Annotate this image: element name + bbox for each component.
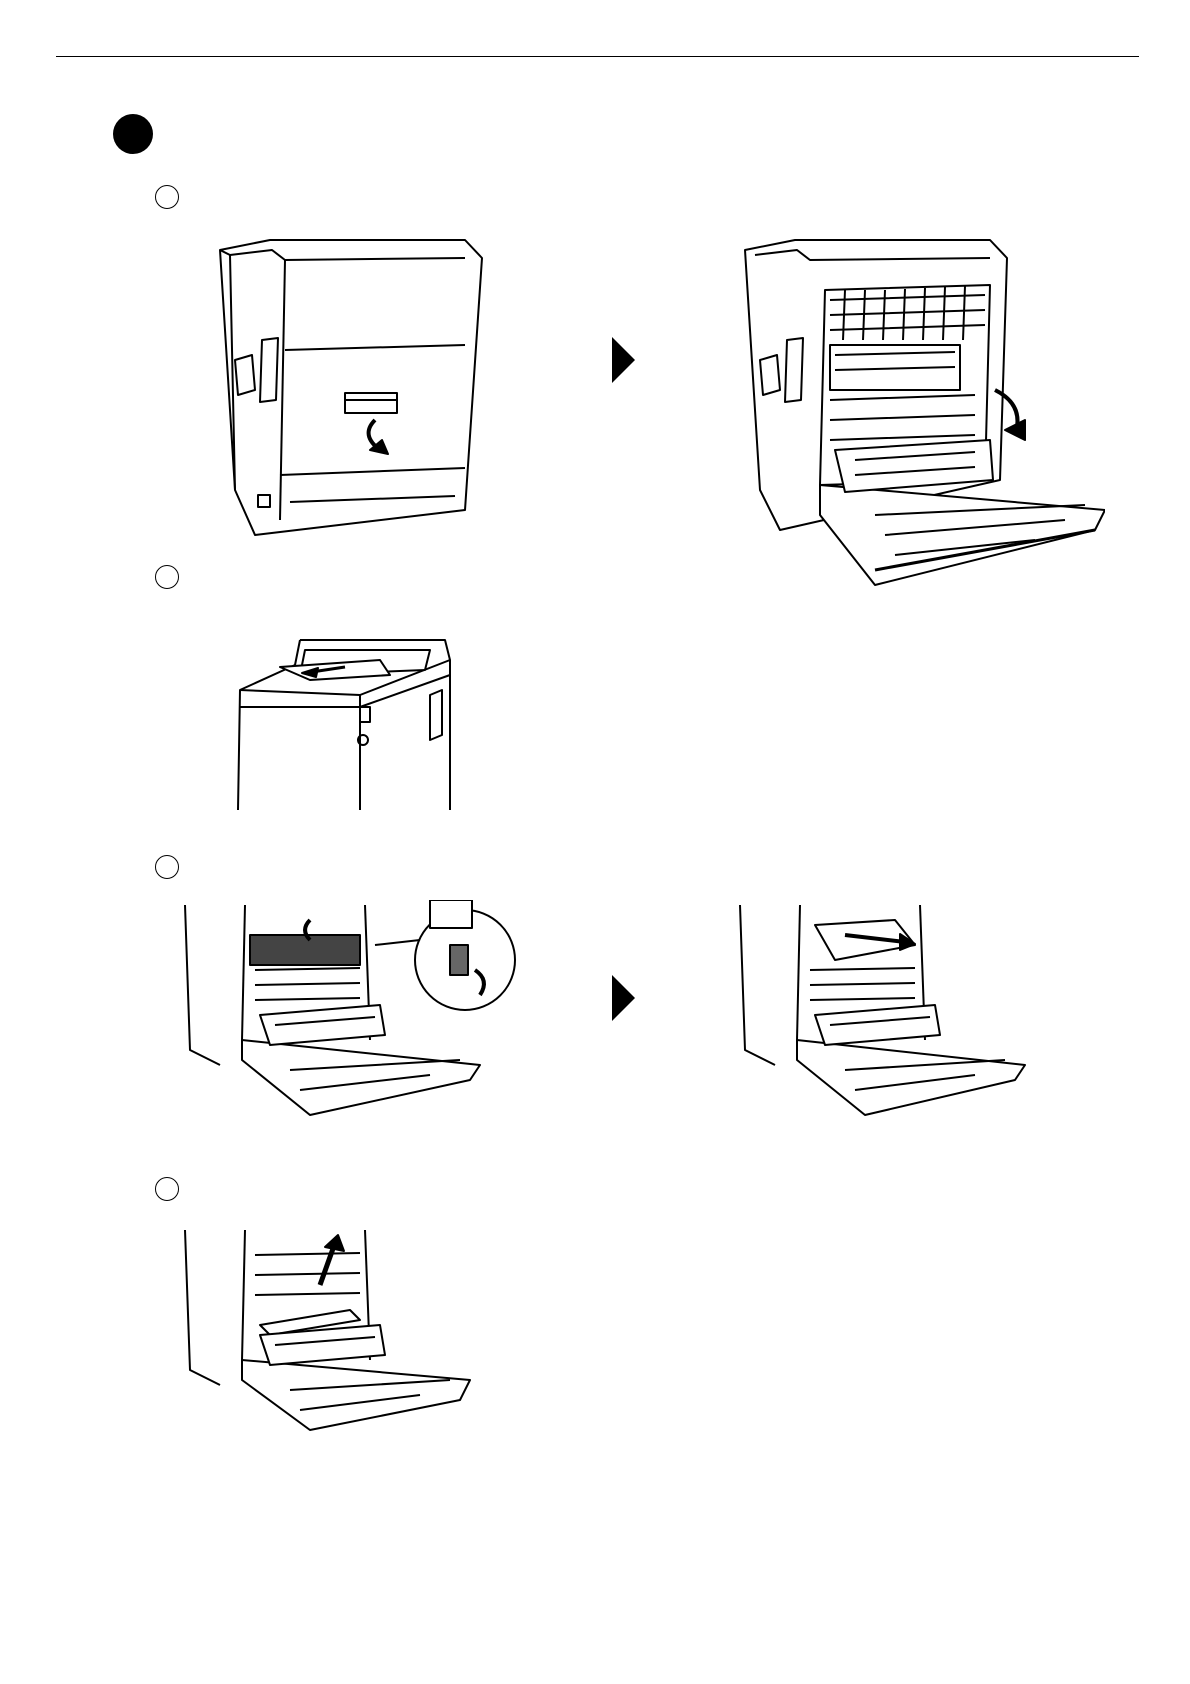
paper-pull-up-figure [180, 1225, 480, 1435]
step-3-circle [155, 855, 179, 879]
header-rule [56, 56, 1139, 57]
step-1-circle [155, 185, 179, 209]
section-marker-icon [113, 114, 153, 154]
printer-rear-closed-figure [210, 230, 490, 540]
next-arrow-icon [612, 337, 635, 383]
next-arrow-icon [612, 975, 635, 1021]
printer-top-output-figure [230, 635, 460, 810]
fuser-lever-down-figure [180, 900, 520, 1120]
step-2-circle [155, 565, 179, 589]
printer-rear-opened-figure [735, 230, 1105, 590]
step-4-circle [155, 1177, 179, 1201]
fuser-paper-removal-figure [735, 900, 1035, 1120]
